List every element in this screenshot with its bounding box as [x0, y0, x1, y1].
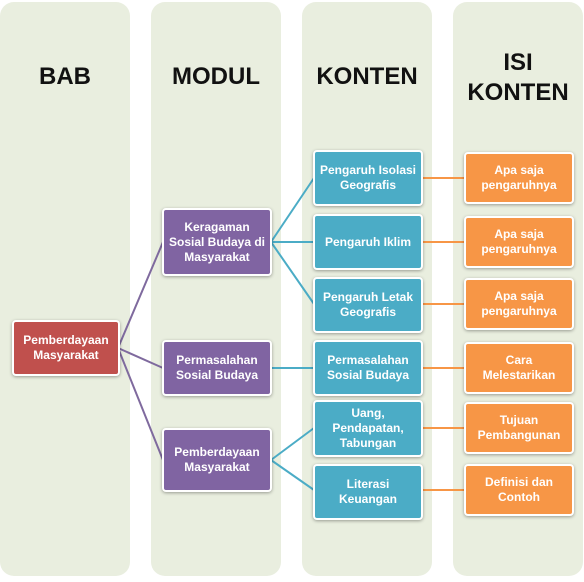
node-isi-pengaruh-3[interactable]: Apa saja pengaruhnya: [464, 278, 574, 330]
column-title-line: KONTEN: [467, 79, 569, 106]
node-modul-permasalahan[interactable]: Permasalahan Sosial Budaya: [162, 340, 272, 396]
node-isi-tujuan-pembangunan[interactable]: Tujuan Pembangunan: [464, 402, 574, 454]
connector-bab-modul-1: [117, 241, 164, 349]
node-isi-cara-melestarikan[interactable]: Cara Melestarikan: [464, 342, 574, 394]
node-isi-pengaruh-1[interactable]: Apa saja pengaruhnya: [464, 152, 574, 204]
connector-modul1-konten1: [270, 177, 315, 243]
column-title-line: BAB: [39, 63, 91, 90]
node-konten-iklim[interactable]: Pengaruh Iklim: [313, 214, 423, 270]
node-konten-isolasi-geografis[interactable]: Pengaruh Isolasi Geografis: [313, 150, 423, 206]
column-title-modul: MODUL: [151, 62, 281, 92]
column-title-line: KONTEN: [316, 63, 418, 90]
column-title-bab: BAB: [0, 62, 130, 92]
node-konten-permasalahan[interactable]: Permasalahan Sosial Budaya: [313, 340, 423, 396]
node-modul-keragaman[interactable]: Keragaman Sosial Budaya di Masyarakat: [162, 208, 272, 276]
column-title-line: ISI: [503, 49, 533, 76]
node-konten-letak-geografis[interactable]: Pengaruh Letak Geografis: [313, 277, 423, 333]
connector-bab-modul-3: [117, 347, 164, 461]
connector-modul3-konten6: [270, 459, 315, 491]
node-konten-literasi[interactable]: Literasi Keuangan: [313, 464, 423, 520]
connector-modul1-konten3: [270, 241, 315, 305]
column-title-line: MODUL: [172, 63, 260, 90]
column-bab: BAB: [0, 2, 130, 576]
connector-bab-modul-2: [117, 347, 164, 369]
node-bab[interactable]: Pemberdayaan Masyarakat: [12, 320, 120, 376]
connector-modul3-konten5: [270, 427, 315, 461]
node-isi-pengaruh-2[interactable]: Apa saja pengaruhnya: [464, 216, 574, 268]
node-modul-pemberdayaan[interactable]: Pemberdayaan Masyarakat: [162, 428, 272, 492]
node-konten-uang[interactable]: Uang, Pendapatan, Tabungan: [313, 400, 423, 457]
column-title-isi-konten: ISI KONTEN: [453, 48, 583, 108]
node-isi-definisi-contoh[interactable]: Definisi dan Contoh: [464, 464, 574, 516]
column-title-konten: KONTEN: [302, 62, 432, 92]
